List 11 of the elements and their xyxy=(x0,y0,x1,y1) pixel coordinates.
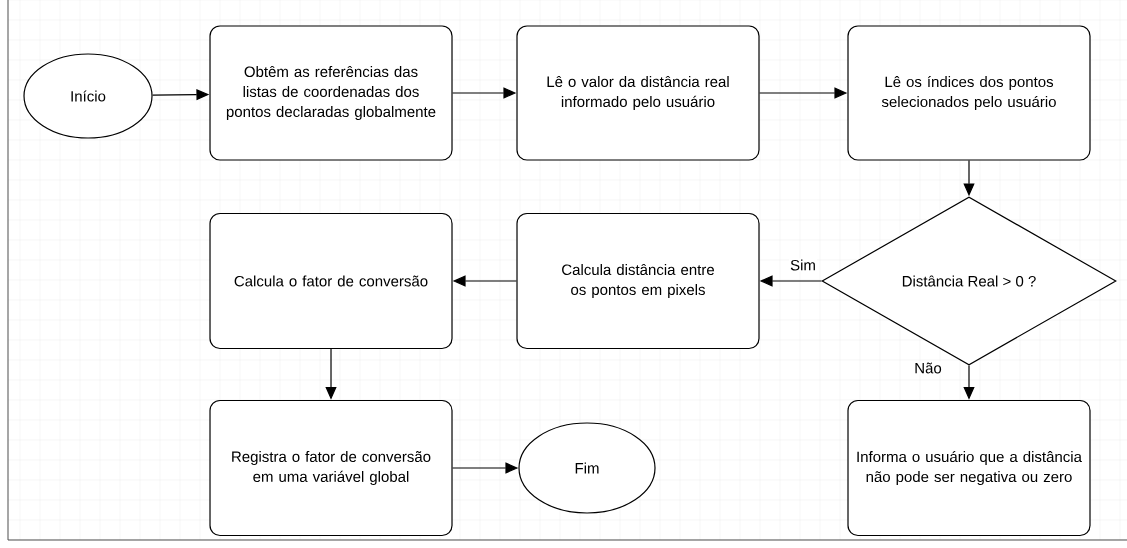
process-box: Informa o usuário que a distância não pode ser negativa ou zero xyxy=(847,399,1091,537)
process-box: Lê o valor da distância real informado pelo usuário xyxy=(516,25,760,161)
node-label: Distância Real > 0 ? xyxy=(902,275,1036,287)
process-box: Calcula distância entre os pontos em pixels xyxy=(516,212,760,350)
process-box: Calcula o fator de conversão xyxy=(209,212,453,350)
node-label: Registra o fator de conversão em uma variável global xyxy=(232,451,431,485)
process-box: Obtêm as referências das listas de coordenadas dos pontos declaradas globalmente xyxy=(209,25,453,161)
edge-label: Sim xyxy=(789,258,817,272)
process-box: Registra o fator de conversão em uma variável global xyxy=(209,399,453,537)
node-label: Informa o usuário que a distância não pode ser negativa ou zero xyxy=(857,450,1082,486)
process-box: Lê os índices dos pontos selecionados pelo usuário xyxy=(847,25,1091,161)
